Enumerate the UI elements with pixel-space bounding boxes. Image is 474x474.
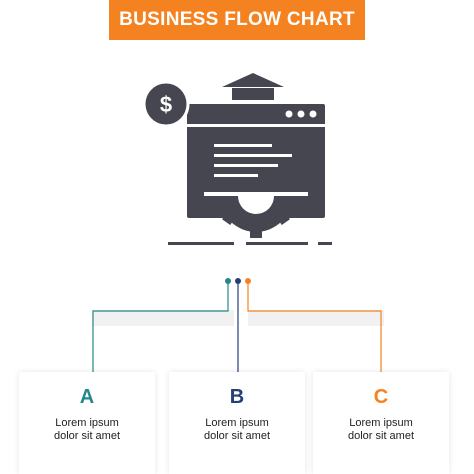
card-b: B Lorem ipsum dolor sit amet [169,372,305,474]
connector-dot-a [225,278,231,284]
connector-line-c [247,281,382,372]
card-b-text: Lorem ipsum dolor sit amet [169,417,305,443]
card-b-line1: Lorem ipsum [205,417,269,429]
chart-title: BUSINESS FLOW CHART [119,9,355,30]
card-c-line2: dolor sit amet [347,430,415,442]
web-financial-settings-icon [142,73,332,245]
card-a-line2: dolor sit amet [53,430,121,442]
card-a: A Lorem ipsum dolor sit amet [19,372,155,474]
card-a-text: Lorem ipsum dolor sit amet [19,417,155,443]
left-connector-shadow [92,310,234,326]
card-c-letter: C [373,386,389,408]
title-banner: BUSINESS FLOW CHART [109,0,365,40]
dollar-symbol: $ [160,92,172,117]
card-c-line1: Lorem ipsum [349,417,413,429]
card-a-line1: Lorem ipsum [55,417,119,429]
card-b-letter: B [229,386,245,408]
card-c-text: Lorem ipsum dolor sit amet [313,417,449,443]
card-a-letter: A [79,386,95,408]
card-c: C Lorem ipsum dolor sit amet [313,372,449,474]
right-connector-shadow [248,310,384,326]
connector-dot-c [245,278,251,284]
connector-dot-b [235,278,241,284]
card-b-line2: dolor sit amet [203,430,271,442]
connector-line-a [92,281,229,372]
